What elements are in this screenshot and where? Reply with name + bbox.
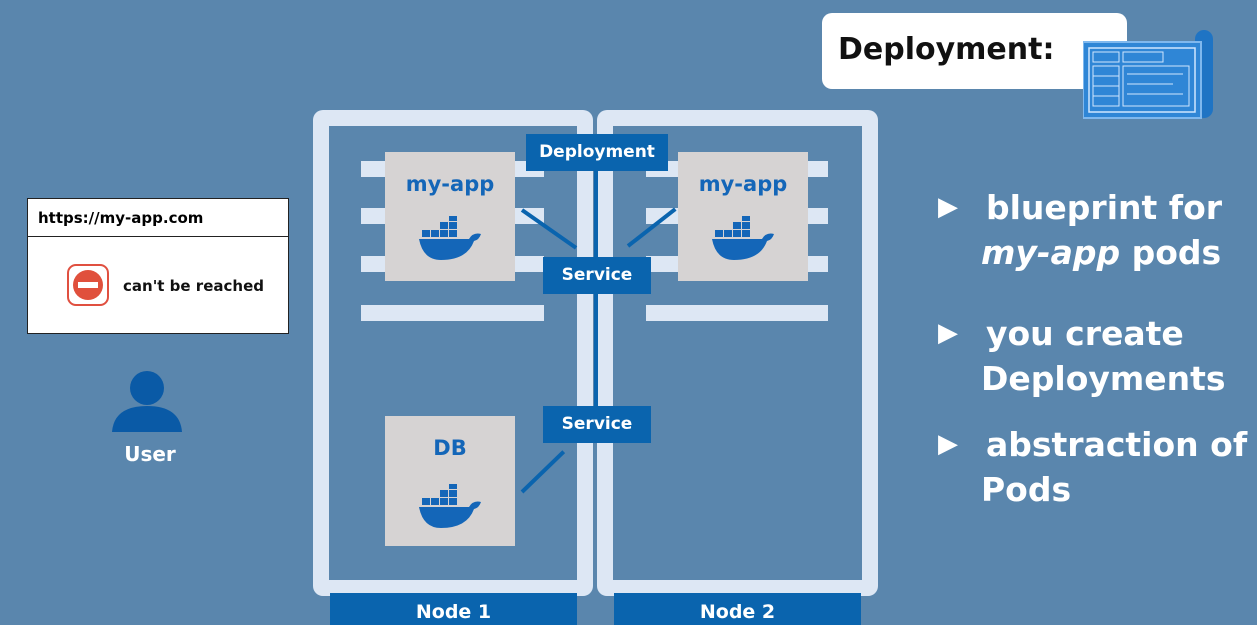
- bullet-2: ▶ you create Deployments: [938, 311, 1238, 401]
- page-title: Deployment:: [838, 32, 1055, 67]
- bullet-1-line2: my-app pods: [981, 230, 1221, 275]
- play-arrow-icon: ▶: [938, 192, 958, 222]
- node-1-frame: [313, 110, 593, 596]
- bullet-3: ▶ abstraction of Pods: [938, 422, 1248, 512]
- node-2-frame: [597, 110, 878, 596]
- deployment-badge: Deployment: [526, 134, 668, 171]
- docker-icon: [419, 484, 481, 528]
- bullet-2-line2: Deployments: [981, 359, 1226, 398]
- pod-label: my-app: [405, 172, 495, 196]
- no-entry-icon: [67, 264, 109, 306]
- docker-icon: [419, 216, 481, 260]
- bullet-3-line2: Pods: [981, 470, 1072, 509]
- node-1-label: Node 1: [330, 593, 577, 625]
- user-icon: [112, 371, 182, 432]
- bullet-1-line2-rest: pods: [1120, 233, 1222, 272]
- user-label: User: [124, 442, 176, 466]
- service-badge-2: Service: [543, 406, 651, 443]
- browser-error: can't be reached: [123, 277, 264, 295]
- bullet-3-line1: abstraction of: [986, 425, 1248, 464]
- my-app-pod-1: my-app: [385, 152, 515, 281]
- bullet-2-line1: you create: [986, 314, 1184, 353]
- db-pod: DB: [385, 416, 515, 546]
- browser-window: https://my-app.com can't be reached: [27, 198, 289, 334]
- play-arrow-icon: ▶: [938, 429, 958, 459]
- blueprint-icon: [1083, 30, 1213, 119]
- bullet-1-line1: blueprint for: [986, 188, 1223, 227]
- bullet-1-emphasis: my-app: [981, 233, 1121, 272]
- my-app-pod-2: my-app: [678, 152, 808, 281]
- browser-url: https://my-app.com: [28, 199, 288, 237]
- service-badge-1: Service: [543, 257, 651, 294]
- bullet-1: ▶ blueprint for my-app pods: [938, 185, 1238, 275]
- play-arrow-icon: ▶: [938, 318, 958, 348]
- title-box: [822, 13, 1127, 89]
- node-1-bar: [361, 305, 544, 321]
- pod-label: DB: [433, 436, 467, 460]
- node-2-label: Node 2: [614, 593, 861, 625]
- node-2-bar: [646, 305, 828, 321]
- docker-icon: [712, 216, 774, 260]
- pod-label: my-app: [698, 172, 788, 196]
